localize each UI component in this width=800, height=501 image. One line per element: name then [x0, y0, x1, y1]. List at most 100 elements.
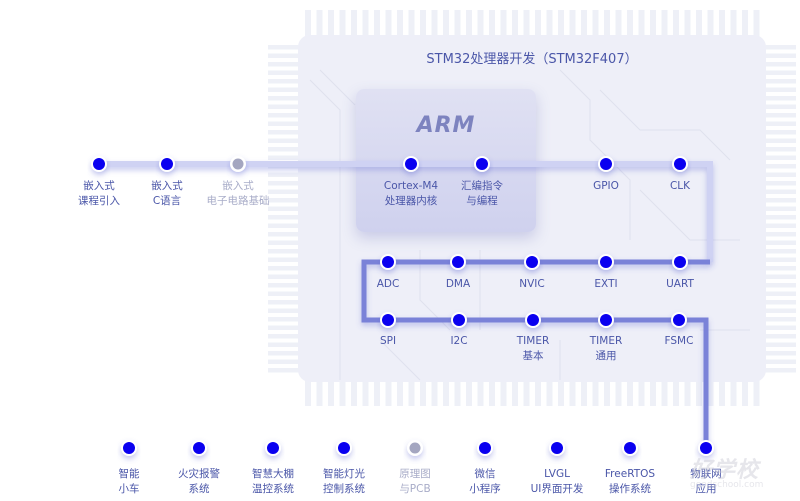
chip-pin	[268, 96, 300, 101]
chip-pin	[764, 104, 796, 109]
arm-logo: ARM	[416, 113, 476, 138]
node-active	[674, 256, 686, 268]
node-active	[674, 158, 686, 170]
node-label: 汇编指令与编程	[437, 179, 527, 209]
chip-pin	[764, 291, 796, 296]
chip-title: STM32处理器开发（STM32F407）	[426, 52, 638, 67]
node-inactive	[232, 158, 244, 170]
chip-pin	[627, 378, 633, 406]
chip-pin	[268, 189, 300, 194]
node-label: 智能灯光控制系统	[299, 467, 389, 497]
chip-pin	[328, 378, 334, 406]
chip-pin	[764, 359, 796, 364]
chip-pin	[764, 206, 796, 211]
chip-pin	[673, 378, 679, 406]
chip-pin	[268, 215, 300, 220]
chip-pin	[764, 70, 796, 75]
chip-pin	[604, 10, 610, 38]
node-label-line: TIMER	[589, 335, 623, 347]
chip-pin	[696, 10, 702, 38]
node-label-line: FSMC	[664, 335, 694, 347]
node-label: 智能小车	[84, 467, 174, 497]
chip-pin	[764, 96, 796, 101]
chip-pin	[546, 378, 553, 406]
chip-pin	[351, 378, 357, 406]
node-active	[382, 256, 394, 268]
chip-pin	[638, 10, 645, 38]
chip-pin	[719, 378, 725, 406]
chip-pin	[268, 351, 300, 356]
chip-pin	[268, 206, 300, 211]
chip-pin	[268, 283, 300, 288]
chip-pin	[742, 378, 748, 406]
chip-pin	[764, 113, 796, 118]
node-active	[600, 314, 612, 326]
chip-pin	[764, 308, 796, 313]
chip-pin	[604, 378, 610, 406]
node-label: 微信小程序	[440, 467, 530, 497]
chip-pin	[268, 155, 300, 160]
node-label-line: 操作系统	[609, 483, 651, 495]
node-active	[600, 256, 612, 268]
node-label-line: ADC	[376, 278, 400, 290]
node-label: 智慧大棚温控系统	[228, 467, 318, 497]
chip-pin	[764, 368, 796, 373]
chip-pin	[650, 10, 656, 38]
chip-pin	[764, 257, 796, 262]
chip-pin	[408, 378, 415, 406]
chip-pin	[673, 10, 679, 38]
chip-pin	[764, 181, 796, 186]
chip-pin	[764, 62, 796, 67]
chip-pin	[764, 274, 796, 279]
node-inactive	[409, 442, 421, 454]
chip-pin	[546, 10, 553, 38]
chip-pin	[558, 378, 564, 406]
node-label: EXTI	[561, 277, 651, 292]
watermark-text: 好学校	[690, 458, 760, 483]
node-label-line: 火灾报警	[178, 468, 220, 480]
node-label-line: 嵌入式	[151, 180, 183, 192]
chip-pin	[268, 317, 300, 322]
node-active	[267, 442, 279, 454]
node-active	[123, 442, 135, 454]
node-label-line: 智慧大棚	[252, 468, 294, 480]
chip-pin	[268, 232, 300, 237]
circuit-trace	[639, 189, 740, 241]
chip-pin	[431, 378, 438, 406]
arm-core-box	[356, 89, 536, 232]
node-label: GPIO	[561, 179, 651, 194]
chip-pin	[489, 378, 495, 406]
chip-pin	[500, 378, 507, 406]
chip-pin	[351, 10, 357, 38]
chip-pin	[316, 10, 323, 38]
chip-pin	[339, 10, 346, 38]
chip-pin	[268, 70, 300, 75]
node-label-line: FreeRTOS	[604, 468, 656, 480]
node-label: 嵌入式课程引入	[54, 179, 144, 209]
chip-pin	[569, 10, 576, 38]
chip-pin	[305, 10, 311, 38]
node-label-line: 智能	[118, 468, 140, 480]
chip-pin	[268, 334, 300, 339]
node-label-line: TIMER	[516, 335, 550, 347]
node-label-line: 基本	[522, 350, 544, 362]
chip-pin	[661, 378, 668, 406]
chip-pin	[742, 10, 748, 38]
node-label: NVIC	[487, 277, 577, 292]
node-label-line: GPIO	[593, 180, 619, 192]
chip-pin	[420, 378, 426, 406]
chip-pin	[719, 10, 725, 38]
chip-pin	[730, 378, 737, 406]
chip-pin	[268, 249, 300, 254]
chip-pin	[268, 121, 300, 126]
chip-pin	[268, 198, 300, 203]
chip-pin	[764, 79, 796, 84]
node-label: ADC	[343, 277, 433, 292]
chip-pin	[764, 300, 796, 305]
node-label-line: 与PCB	[399, 483, 431, 495]
chip-pin	[454, 378, 461, 406]
chip-pin	[764, 283, 796, 288]
